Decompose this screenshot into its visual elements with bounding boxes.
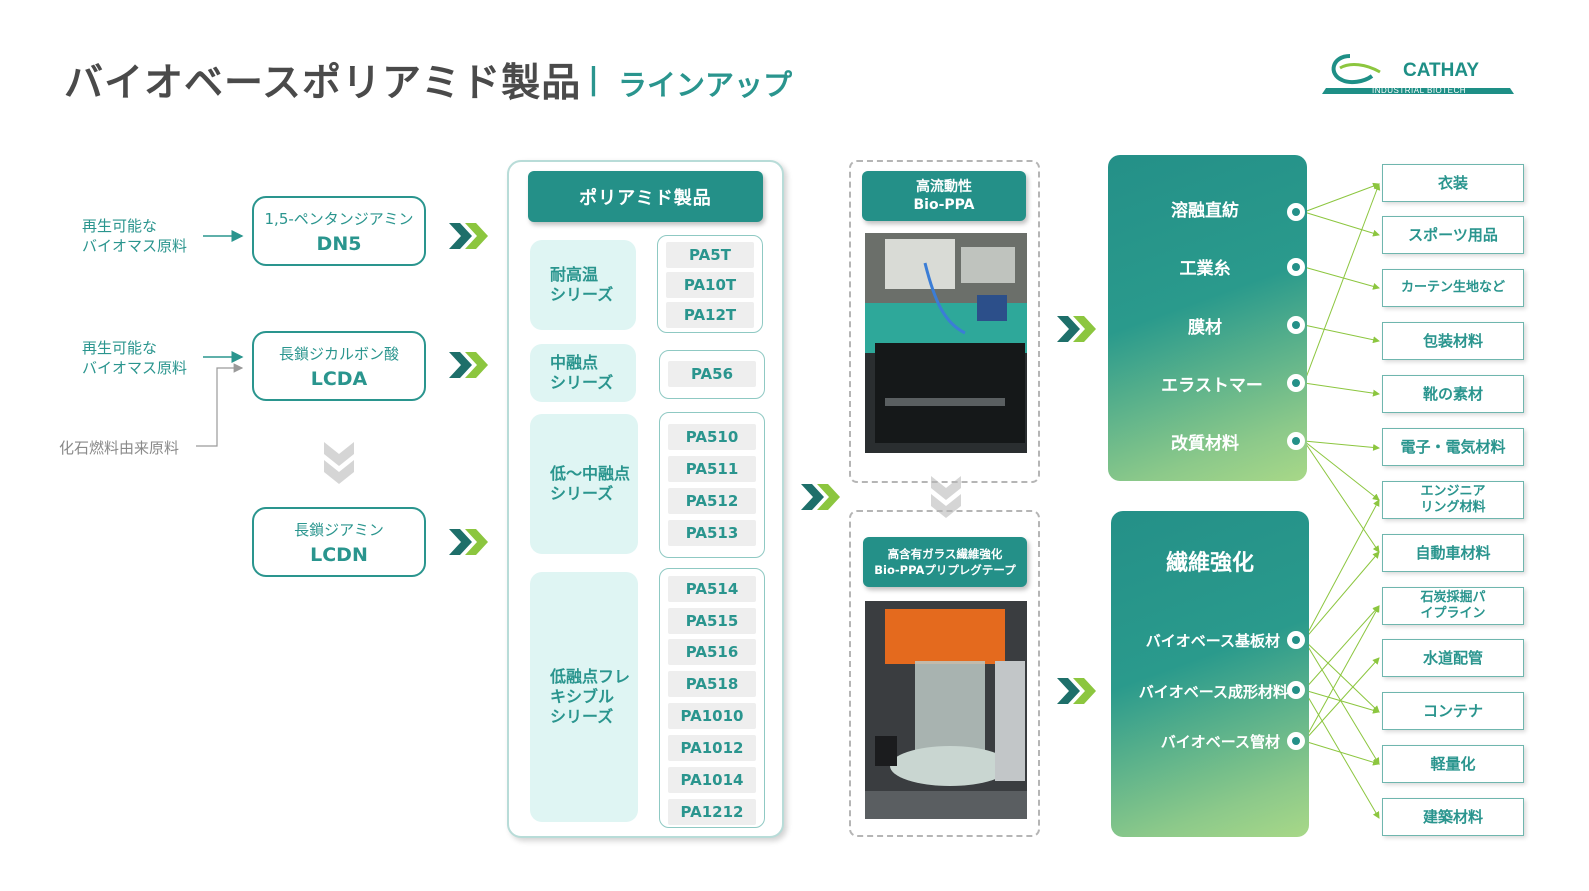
end-use-lightweight: 軽量化 xyxy=(1382,745,1524,783)
pa-item: PA10T xyxy=(666,272,754,298)
application-molding: バイオベース成形材料 xyxy=(1138,683,1288,701)
application-substrate: バイオベース基板材 xyxy=(1145,632,1280,650)
application-industrial-yarn: 工業糸 xyxy=(1179,259,1231,279)
polyamide-header: ポリアミド製品 xyxy=(528,171,763,222)
monomer-code: LCDA xyxy=(310,367,368,390)
monomer-code: LCDN xyxy=(310,543,368,566)
renewable-source-1: 再生可能な バイオマス原料 xyxy=(82,217,188,255)
chevron-right-icon xyxy=(1057,678,1096,704)
pa-group-mid-melt: PA56 xyxy=(659,350,765,399)
application-elastomer: エラストマー xyxy=(1161,376,1263,396)
monomer-name: 1,5-ペンタンジアミン xyxy=(264,209,414,228)
end-use-sports: スポーツ用品 xyxy=(1382,216,1524,254)
fossil-source: 化石燃料由来原料 xyxy=(59,439,180,457)
application-panel-bottom xyxy=(1111,511,1309,837)
application-modified-material: 改質材料 xyxy=(1171,434,1239,454)
pa-item: PA510 xyxy=(668,424,756,450)
chevron-right-icon xyxy=(449,529,488,555)
product-header-prepreg: 高含有ガラス繊維強化 Bio-PPAプリプレグテープ xyxy=(863,537,1027,587)
connector-dot xyxy=(1287,432,1305,450)
chevron-right-icon xyxy=(449,352,488,378)
connector-dot xyxy=(1287,732,1305,750)
connector-dot xyxy=(1287,631,1305,649)
connector-dot xyxy=(1287,374,1305,392)
end-use-automotive: 自動車材料 xyxy=(1382,534,1524,572)
product-photo-extruder xyxy=(865,233,1027,453)
logo-tagline: INDUSTRIAL BIOTECH xyxy=(1372,86,1467,95)
end-use-shoes: 靴の素材 xyxy=(1382,375,1524,413)
chevron-right-icon xyxy=(801,484,840,510)
series-high-temp: 耐高温 シリーズ xyxy=(530,240,636,330)
chevron-down-icon xyxy=(324,442,354,484)
pa-item: PA515 xyxy=(668,608,756,634)
product-panel-bottom xyxy=(849,510,1040,837)
pa-item: PA1212 xyxy=(668,799,756,825)
renewable-source-2: 再生可能な バイオマス原料 xyxy=(82,339,188,377)
logo-name: CATHAY xyxy=(1403,60,1480,81)
end-use-clothing: 衣装 xyxy=(1382,164,1524,202)
monomer-lcda: 長鎖ジカルボン酸 LCDA xyxy=(252,331,426,401)
connector-dot xyxy=(1287,316,1305,334)
end-use-container: コンテナ xyxy=(1382,692,1524,730)
application-panel-top xyxy=(1108,155,1307,481)
pa-group-low-melt-flexible: PA514 PA515 PA516 PA518 PA1010 PA1012 PA… xyxy=(659,568,765,828)
series-low-mid-melt: 低～中融点 シリーズ xyxy=(530,414,638,554)
connector-dot xyxy=(1287,258,1305,276)
connector-dot xyxy=(1287,681,1305,699)
pa-item: PA1012 xyxy=(668,735,756,761)
pa-item: PA513 xyxy=(668,520,756,546)
application-melt-spinning: 溶融直紡 xyxy=(1171,201,1239,221)
application-pipe: バイオベース管材 xyxy=(1160,733,1280,751)
connector-dot xyxy=(1287,203,1305,221)
monomer-name: 長鎖ジアミン xyxy=(294,520,384,539)
cathay-logo xyxy=(1320,44,1516,100)
pa-item: PA1014 xyxy=(668,767,756,793)
end-use-coal-pipeline: 石炭採掘パ イプライン xyxy=(1382,587,1524,625)
pa-item: PA512 xyxy=(668,488,756,514)
pa-item: PA12T xyxy=(666,302,754,328)
product-header-bio-ppa: 高流動性 Bio-PPA xyxy=(862,171,1026,221)
series-mid-melt: 中融点 シリーズ xyxy=(530,344,636,402)
logo-swoosh-icon xyxy=(1322,54,1514,94)
monomer-lcdn: 長鎖ジアミン LCDN xyxy=(252,507,426,577)
series-low-melt-flexible: 低融点フレ キシブル シリーズ xyxy=(530,572,638,822)
chevron-right-icon xyxy=(1057,316,1096,342)
chevron-right-icon xyxy=(449,223,488,249)
page-subtitle: ラインアップ xyxy=(618,68,793,102)
page-title: バイオベースポリアミド製品 xyxy=(64,61,582,106)
end-use-curtain: カーテン生地など xyxy=(1382,269,1524,307)
pa-item: PA5T xyxy=(666,242,754,268)
monomer-code: DN5 xyxy=(316,232,362,255)
monomer-dn5: 1,5-ペンタンジアミン DN5 xyxy=(252,196,426,266)
pa-group-high-temp: PA5T PA10T PA12T xyxy=(657,235,763,333)
fiber-reinforced-title: 繊維強化 xyxy=(1165,551,1254,576)
pa-item: PA518 xyxy=(668,671,756,697)
end-use-engineering: エンジニア リング材料 xyxy=(1382,481,1524,519)
pa-group-low-mid-melt: PA510 PA511 PA512 PA513 xyxy=(659,412,765,558)
end-use-water-pipe: 水道配管 xyxy=(1382,639,1524,677)
monomer-name: 長鎖ジカルボン酸 xyxy=(278,344,399,363)
end-use-construction: 建築材料 xyxy=(1382,798,1524,836)
title-separator: | xyxy=(588,62,599,97)
end-use-packaging: 包装材料 xyxy=(1382,322,1524,360)
application-film: 膜材 xyxy=(1188,318,1222,338)
pa-item: PA516 xyxy=(668,639,756,665)
pa-item: PA56 xyxy=(668,361,756,387)
pa-item: PA514 xyxy=(668,576,756,602)
pa-item: PA1010 xyxy=(668,703,756,729)
pa-item: PA511 xyxy=(668,456,756,482)
product-photo-tape xyxy=(865,601,1027,819)
end-use-electronics: 電子・電気材料 xyxy=(1382,428,1524,466)
product-panel-top xyxy=(849,160,1040,483)
